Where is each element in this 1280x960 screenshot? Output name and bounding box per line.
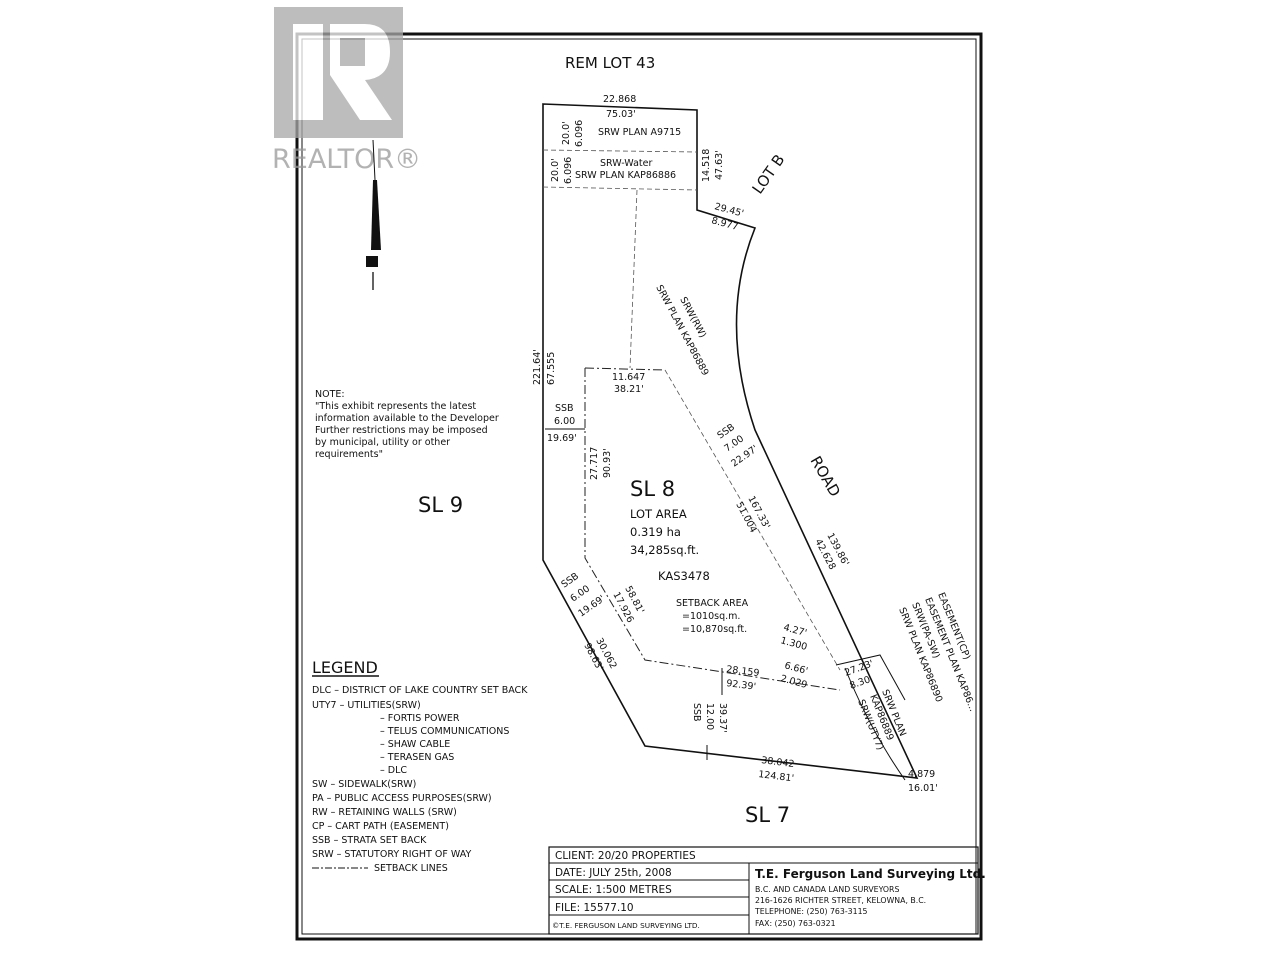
legend-item: PA – PUBLIC ACCESS PURPOSES(SRW) xyxy=(312,793,492,804)
dim: 38.042 xyxy=(761,755,795,770)
company-subtitle: B.C. AND CANADA LAND SURVEYORS xyxy=(755,885,899,894)
legend-item: SRW – STATUTORY RIGHT OF WAY xyxy=(312,849,471,860)
realtor-logo: REALTOR® xyxy=(272,7,421,175)
dim: 67.555 xyxy=(546,352,557,385)
setback-area-sqft: =10,870sq.ft. xyxy=(682,624,747,635)
company-fax: FAX: (250) 763-0321 xyxy=(755,919,836,928)
dim: SSB xyxy=(559,571,581,591)
plan-number: KAS3478 xyxy=(658,569,710,583)
legend-item: SW – SIDEWALK(SRW) xyxy=(312,779,416,790)
legend-item: – TELUS COMMUNICATIONS xyxy=(380,726,509,737)
srw-a9715-label: SRW PLAN A9715 xyxy=(598,127,681,138)
legend-item: CP – CART PATH (EASEMENT) xyxy=(312,821,449,832)
dim: 16.01' xyxy=(908,783,938,794)
dim: 6.096 xyxy=(563,157,574,184)
company-address: 216-1626 RICHTER STREET, KELOWNA, B.C. xyxy=(755,896,926,905)
dim: 6.096 xyxy=(574,120,585,147)
dim: 20.0' xyxy=(561,121,572,145)
legend-item: UTY7 – UTILITIES(SRW) xyxy=(312,700,421,711)
sl8-label: SL 8 xyxy=(630,477,675,501)
title-block: CLIENT: 20/20 PROPERTIES DATE: JULY 25th… xyxy=(548,846,986,935)
note-line: information available to the Developer xyxy=(315,413,499,424)
lot-b-label: LOT B xyxy=(749,151,789,197)
legend-item: – TERASEN GAS xyxy=(380,752,454,763)
dim: 92.39' xyxy=(726,678,757,693)
note: NOTE: "This exhibit represents the lates… xyxy=(315,389,499,460)
dim: 11.647 xyxy=(612,372,645,383)
file-number: FILE: 15577.10 xyxy=(555,902,634,914)
copyright: ©T.E. FERGUSON LAND SURVEYING LTD. xyxy=(552,921,700,930)
realtor-logo-text: REALTOR® xyxy=(272,144,421,175)
dim: 47.63' xyxy=(714,150,725,180)
dim: 4.879 xyxy=(908,769,935,780)
road-label: ROAD xyxy=(807,453,844,500)
date: DATE: JULY 25th, 2008 xyxy=(555,867,672,879)
lot-area-sqft: 34,285sq.ft. xyxy=(630,543,699,557)
dim: SSB xyxy=(555,403,574,414)
dim: 90.93' xyxy=(602,448,613,478)
dim: 14.518 xyxy=(701,149,712,182)
legend-title: LEGEND xyxy=(312,658,378,677)
dim: 8.977 xyxy=(710,215,739,233)
dim: 20.0' xyxy=(550,158,561,182)
dim: 27.717 xyxy=(589,447,600,480)
dim: 12.00 xyxy=(704,703,715,730)
dim: 75.03' xyxy=(606,109,636,120)
drawing-frame xyxy=(295,32,983,941)
legend-item: SETBACK LINES xyxy=(374,863,448,874)
dim: 38.21' xyxy=(614,384,644,395)
client: CLIENT: 20/20 PROPERTIES xyxy=(555,850,696,862)
legend: LEGEND DLC – DISTRICT OF LAKE COUNTRY SE… xyxy=(312,658,528,874)
srw-kap86886-label: SRW PLAN KAP86886 xyxy=(575,170,676,181)
scale: SCALE: 1:500 METRES xyxy=(555,884,672,896)
legend-item: DLC – DISTRICT OF LAKE COUNTRY SET BACK xyxy=(312,685,528,696)
sl7-label: SL 7 xyxy=(745,803,790,827)
legend-item: – DLC xyxy=(380,765,407,776)
note-line: "This exhibit represents the latest xyxy=(315,401,476,412)
legend-item: SSB – STRATA SET BACK xyxy=(312,835,427,846)
dim: 124.81' xyxy=(758,769,795,784)
dim: 22.868 xyxy=(603,94,636,105)
setback-area-sqm: =1010sq.m. xyxy=(682,611,740,622)
dim: 6.00 xyxy=(554,416,575,427)
legend-item: RW – RETAINING WALLS (SRW) xyxy=(312,807,457,818)
company-phone: TELEPHONE: (250) 763-3115 xyxy=(754,907,868,916)
note-line: requirements" xyxy=(315,449,383,460)
srw-water-label: SRW-Water xyxy=(600,158,652,169)
dim: 19.69' xyxy=(547,433,577,444)
rem-lot-43-label: REM LOT 43 xyxy=(565,54,655,72)
setback-area-label: SETBACK AREA xyxy=(676,598,749,609)
company-name: T.E. Ferguson Land Surveying Ltd. xyxy=(755,867,986,881)
dim: 28.159 xyxy=(726,664,760,679)
lot-area-ha: 0.319 ha xyxy=(630,525,681,539)
dim: 39.37' xyxy=(717,703,728,733)
dim: SSB xyxy=(691,703,702,722)
sl9-label: SL 9 xyxy=(418,493,463,517)
dimensions: 22.868 75.03' 20.0' 6.096 20.0' 6.096 14… xyxy=(532,94,938,794)
note-line: by municipal, utility or other xyxy=(315,437,450,448)
lot-boundary xyxy=(542,103,919,781)
legend-item: – SHAW CABLE xyxy=(380,739,450,750)
north-arrow-icon xyxy=(366,139,381,290)
note-line: Further restrictions may be imposed xyxy=(315,425,488,436)
note-title: NOTE: xyxy=(315,389,345,400)
dim: 221.64' xyxy=(532,349,543,385)
legend-item: – FORTIS POWER xyxy=(380,713,460,724)
lot-area-label: LOT AREA xyxy=(630,507,687,521)
